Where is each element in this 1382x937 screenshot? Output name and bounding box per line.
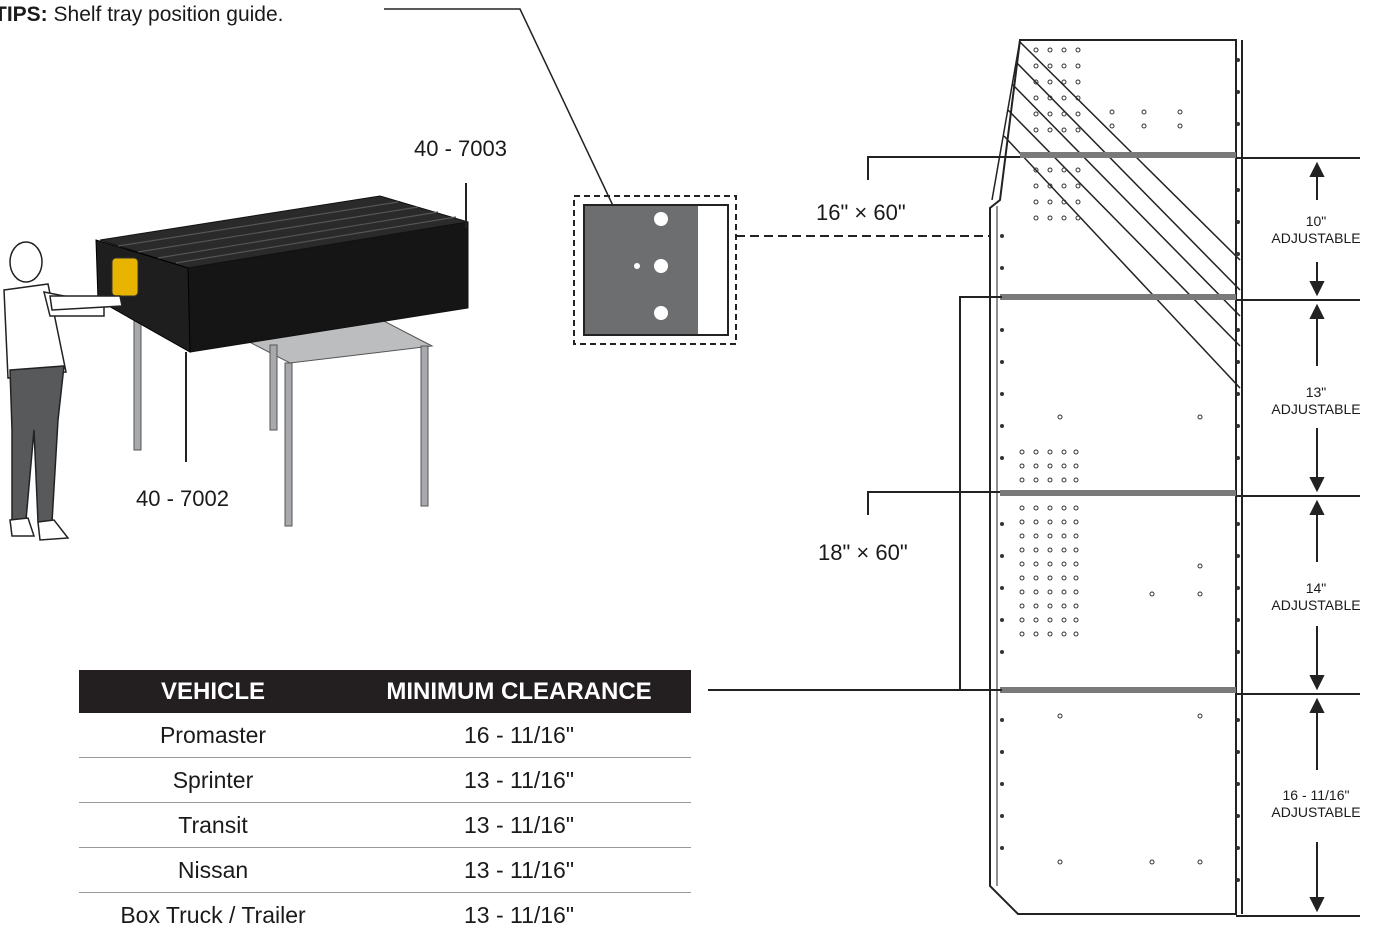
- spacing-value: 13": [1256, 384, 1376, 401]
- table-row: Nissan 13 - 11/16": [79, 848, 691, 893]
- table-row: Promaster 16 - 11/16": [79, 713, 691, 758]
- detail-hole-small: [634, 263, 640, 269]
- table-leg: [134, 305, 141, 450]
- spacing-label-4: 16 - 11/16" ADJUSTABLE: [1256, 787, 1376, 821]
- col-header-vehicle: VEHICLE: [79, 670, 347, 713]
- table-row: Box Truck / Trailer 13 - 11/16": [79, 893, 691, 937]
- table-leg: [270, 345, 277, 430]
- vehicle-cell: Promaster: [79, 713, 347, 758]
- drill-icon: [112, 258, 138, 296]
- spacing-label-3: 14" ADJUSTABLE: [1256, 580, 1376, 614]
- detail-hole: [654, 306, 668, 320]
- assembly-illustration: [4, 183, 468, 540]
- table-header-row: VEHICLE MINIMUM CLEARANCE: [79, 670, 691, 713]
- detail-hole: [654, 212, 668, 226]
- vehicle-cell: Sprinter: [79, 758, 347, 803]
- table-leg: [421, 346, 428, 506]
- shelf-size-lower: 18" × 60": [818, 540, 908, 566]
- detail-hole: [654, 259, 668, 273]
- clearance-cell: 13 - 11/16": [347, 848, 691, 893]
- shelf-side-panel: [708, 40, 1360, 916]
- table-row: Sprinter 13 - 11/16": [79, 758, 691, 803]
- vehicle-cell: Box Truck / Trailer: [79, 893, 347, 937]
- tips-text: Shelf tray position guide.: [54, 3, 284, 26]
- spacing-label-2: 13" ADJUSTABLE: [1256, 384, 1376, 418]
- col-header-clearance: MINIMUM CLEARANCE: [347, 670, 691, 713]
- table-row: Transit 13 - 11/16": [79, 803, 691, 848]
- clearance-cell: 16 - 11/16": [347, 713, 691, 758]
- spacing-value: 10": [1256, 213, 1376, 230]
- spacing-note: ADJUSTABLE: [1256, 804, 1376, 821]
- clearance-cell: 13 - 11/16": [347, 758, 691, 803]
- shelf-size-upper: 16" × 60": [816, 200, 906, 226]
- spacing-label-1: 10" ADJUSTABLE: [1256, 213, 1376, 247]
- part-number-top: 40 - 7003: [414, 136, 507, 162]
- vehicle-cell: Nissan: [79, 848, 347, 893]
- clearance-table: VEHICLE MINIMUM CLEARANCE Promaster 16 -…: [79, 670, 691, 937]
- table-leg: [285, 363, 292, 526]
- clearance-cell: 13 - 11/16": [347, 893, 691, 937]
- clearance-cell: 13 - 11/16": [347, 803, 691, 848]
- spacing-value: 14": [1256, 580, 1376, 597]
- side-panel-outline: [990, 40, 1236, 914]
- spacing-note: ADJUSTABLE: [1256, 230, 1376, 247]
- spacing-value: 16 - 11/16": [1256, 787, 1376, 804]
- tips-caption: TIPS: Shelf tray position guide.: [0, 0, 284, 30]
- spacing-note: ADJUSTABLE: [1256, 401, 1376, 418]
- detail-panel: [585, 206, 698, 334]
- size-lower-leader: [868, 492, 1000, 515]
- part-number-bottom: 40 - 7002: [136, 486, 229, 512]
- tips-label: TIPS:: [0, 3, 48, 26]
- spacing-note: ADJUSTABLE: [1256, 597, 1376, 614]
- vehicle-cell: Transit: [79, 803, 347, 848]
